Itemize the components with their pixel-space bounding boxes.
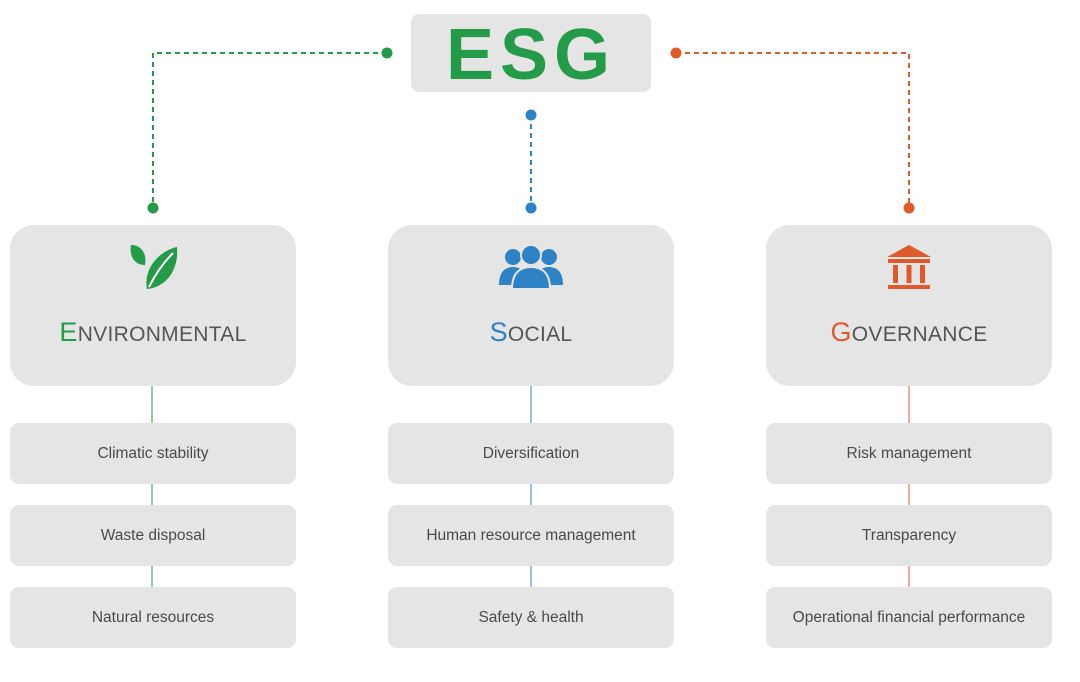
governance-item: Transparency [766, 505, 1052, 566]
environmental-connector [147, 47, 393, 214]
environmental-card: ENVIRONMENTAL [10, 225, 296, 386]
governance-label: GOVERNANCE [766, 317, 1052, 348]
social-rest: OCIAL [507, 323, 573, 346]
esg-title: ESG [445, 15, 617, 95]
social-label: SOCIAL [388, 317, 674, 348]
environmental-rest: NVIRONMENTAL [77, 323, 247, 346]
environmental-initial: E [59, 317, 78, 347]
social-initial: S [489, 317, 508, 347]
social-item: Human resource management [388, 505, 674, 566]
social-connector [525, 109, 537, 214]
social-card: SOCIAL [388, 225, 674, 386]
people-icon [388, 243, 674, 293]
environmental-label: ENVIRONMENTAL [10, 317, 296, 348]
environmental-item: Waste disposal [10, 505, 296, 566]
governance-initial: G [830, 317, 852, 347]
bank-icon [766, 243, 1052, 293]
governance-connector [670, 47, 915, 214]
social-item: Diversification [388, 423, 674, 484]
environmental-item: Climatic stability [10, 423, 296, 484]
governance-rest: OVERNANCE [851, 323, 988, 346]
social-item: Safety & health [388, 587, 674, 648]
governance-card: GOVERNANCE [766, 225, 1052, 386]
leaf-icon [10, 243, 296, 293]
environmental-item: Natural resources [10, 587, 296, 648]
governance-item: Operational financial performance [766, 587, 1052, 648]
esg-title-box: ESG [411, 14, 651, 92]
governance-item: Risk management [766, 423, 1052, 484]
